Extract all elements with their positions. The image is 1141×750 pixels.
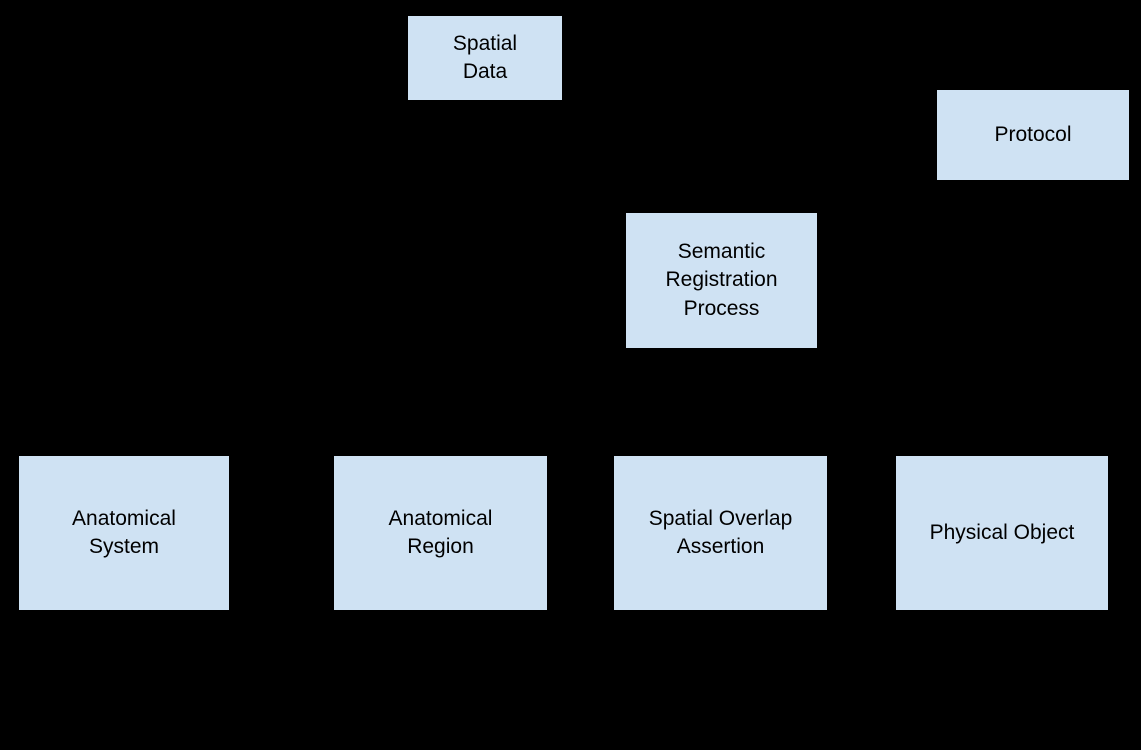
node-anatomical-region: Anatomical Region xyxy=(333,455,548,611)
node-spatial-data: Spatial Data xyxy=(407,15,563,101)
node-physical-object: Physical Object xyxy=(895,455,1109,611)
node-label: Physical Object xyxy=(929,520,1075,544)
node-protocol: Protocol xyxy=(936,89,1130,181)
node-semantic-registration-process: Semantic Registration Process xyxy=(625,212,818,349)
node-anatomical-system: Anatomical System xyxy=(18,455,230,611)
node-label: Semantic Registration Process xyxy=(665,239,778,320)
node-label: Spatial Overlap Assertion xyxy=(648,506,793,558)
node-label: Protocol xyxy=(994,122,1072,146)
node-label: Spatial Data xyxy=(452,31,518,83)
node-label: Anatomical Region xyxy=(388,506,493,558)
node-label: Anatomical System xyxy=(72,506,176,558)
node-spatial-overlap-assertion: Spatial Overlap Assertion xyxy=(613,455,828,611)
